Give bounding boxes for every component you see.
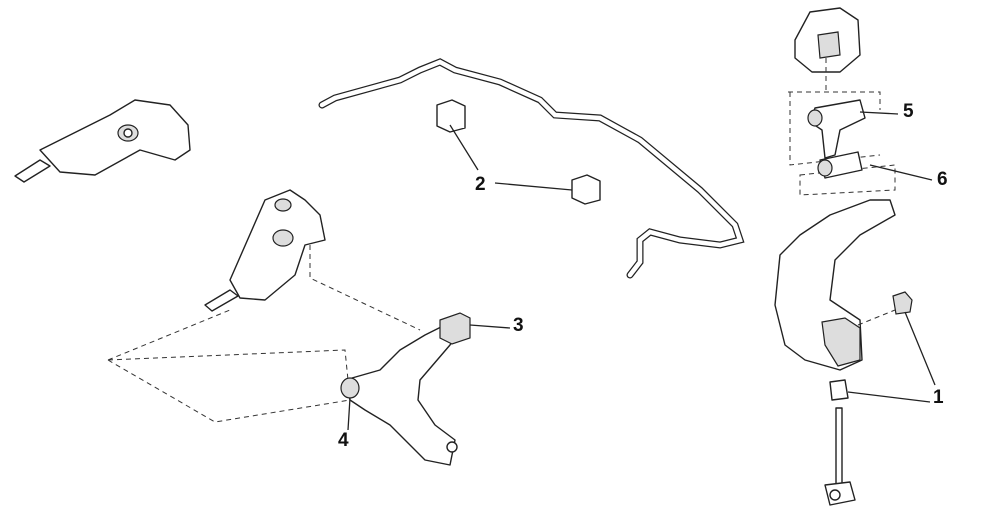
callout-3: 3 <box>513 315 524 336</box>
callout-2: 2 <box>475 174 486 195</box>
lower-control-arm <box>340 312 471 466</box>
callout-5: 5 <box>903 101 914 122</box>
callout-1: 1 <box>933 387 944 408</box>
upper-link <box>807 99 866 179</box>
callout-4: 4 <box>338 430 349 451</box>
stabilizer-bushing <box>436 99 601 205</box>
subframe-bracket-center <box>204 189 326 312</box>
stabilizer-link <box>824 407 856 506</box>
steering-knuckle <box>774 199 913 401</box>
stabilizer-bar <box>318 58 745 279</box>
subframe-bracket-left <box>14 99 191 183</box>
strut-mount <box>794 7 861 73</box>
callout-6: 6 <box>937 169 948 190</box>
